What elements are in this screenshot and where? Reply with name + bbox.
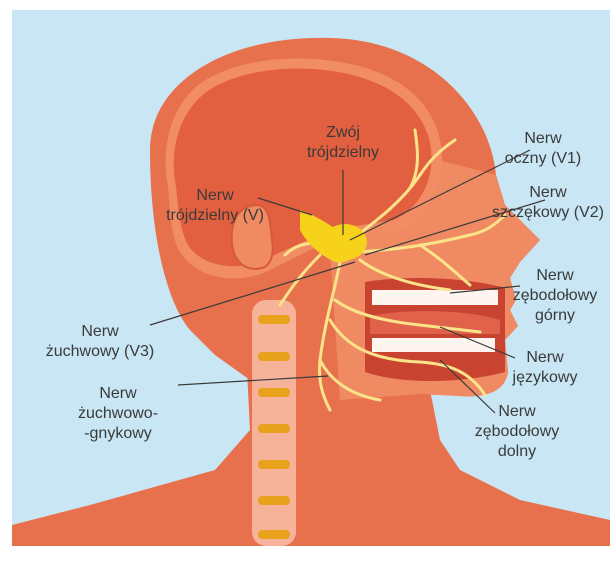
label-maxillary-nerve: Nerw szczękowy (V2) <box>484 183 612 223</box>
upper-teeth <box>372 290 498 305</box>
label-lower-alveolar-nerve-line-3: dolny <box>462 442 572 462</box>
label-trigeminal-nerve-line-2: trójdzielny (V) <box>150 206 280 226</box>
label-lower-alveolar-nerve: Nerw zębodołowy dolny <box>462 402 572 462</box>
label-lingual-nerve: Nerw językowy <box>500 348 590 388</box>
label-mylohyoid-nerve: Nerw żuchwowo- -gnykowy <box>68 384 168 444</box>
label-ophthalmic-nerve: Nerw oczny (V1) <box>493 129 593 169</box>
label-mandibular-nerve-line-2: żuchwowy (V3) <box>40 342 160 362</box>
label-trigeminal-ganglion-line-1: Zwój <box>298 123 388 143</box>
label-mandibular-nerve-line-1: Nerw <box>40 322 160 342</box>
label-ophthalmic-nerve-line-1: Nerw <box>493 129 593 149</box>
spine <box>252 300 296 546</box>
label-mylohyoid-nerve-line-1: Nerw <box>68 384 168 404</box>
label-lower-alveolar-nerve-line-1: Nerw <box>462 402 572 422</box>
label-trigeminal-ganglion-line-2: trójdzielny <box>298 143 388 163</box>
label-mandibular-nerve: Nerw żuchwowy (V3) <box>40 322 160 362</box>
label-mylohyoid-nerve-line-3: -gnykowy <box>68 424 168 444</box>
label-upper-alveolar-nerve-line-3: górny <box>500 306 610 326</box>
label-upper-alveolar-nerve-line-1: Nerw <box>500 266 610 286</box>
label-trigeminal-ganglion: Zwój trójdzielny <box>298 123 388 163</box>
label-maxillary-nerve-line-2: szczękowy (V2) <box>484 203 612 223</box>
label-trigeminal-nerve-line-1: Nerw <box>150 186 280 206</box>
label-ophthalmic-nerve-line-2: oczny (V1) <box>493 149 593 169</box>
label-lower-alveolar-nerve-line-2: zębodołowy <box>462 422 572 442</box>
label-trigeminal-nerve: Nerw trójdzielny (V) <box>150 186 280 226</box>
label-upper-alveolar-nerve: Nerw zębodołowy górny <box>500 266 610 326</box>
label-mylohyoid-nerve-line-2: żuchwowo- <box>68 404 168 424</box>
label-maxillary-nerve-line-1: Nerw <box>484 183 612 203</box>
label-lingual-nerve-line-1: Nerw <box>500 348 590 368</box>
lower-teeth <box>372 338 495 352</box>
label-lingual-nerve-line-2: językowy <box>500 368 590 388</box>
label-upper-alveolar-nerve-line-2: zębodołowy <box>500 286 610 306</box>
